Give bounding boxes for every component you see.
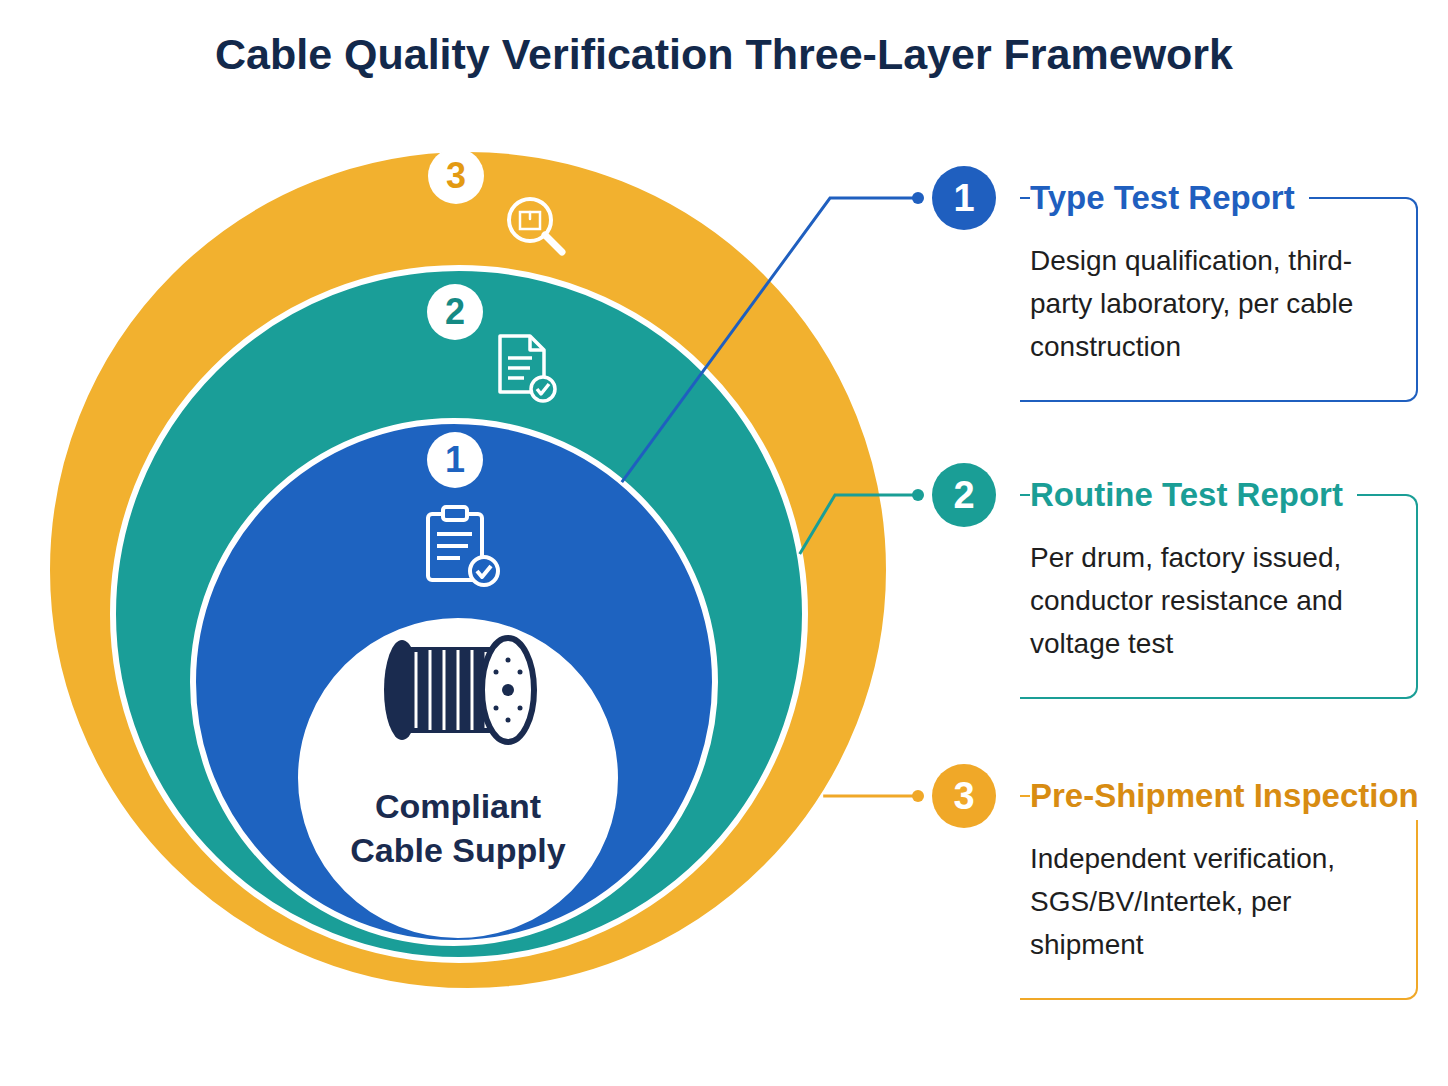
layer-number: 2	[427, 284, 483, 340]
leader-dot	[912, 489, 924, 501]
callout-number: 3	[932, 764, 996, 828]
circle-shape	[301, 621, 615, 935]
callout-body: Per drum, factory issued, conductor resi…	[1030, 536, 1380, 665]
callout-panel: 3Pre-Shipment InspectionIndependent veri…	[1020, 795, 1418, 1000]
callout-body: Design qualification, third-party labora…	[1030, 239, 1380, 368]
leader-line	[622, 198, 918, 482]
layer-number: 3	[428, 148, 484, 204]
report-icon	[500, 336, 555, 401]
diagram-title: Cable Quality Verification Three-Layer F…	[0, 22, 1448, 86]
callout-heading: Pre-Shipment Inspection	[1030, 772, 1433, 820]
callout-panel: 1Type Test ReportDesign qualification, t…	[1020, 197, 1418, 402]
circle-shape	[47, 149, 889, 991]
leader-dot	[912, 790, 924, 802]
callout-panel: 2Routine Test ReportPer drum, factory is…	[1020, 494, 1418, 699]
callout-heading: Routine Test Report	[1030, 471, 1357, 519]
clipboard-icon	[428, 507, 498, 585]
leader-line	[800, 495, 918, 554]
callout-number: 1	[932, 166, 996, 230]
callout-heading: Type Test Report	[1030, 174, 1309, 222]
callout-body: Independent verification, SGS/BV/Interte…	[1030, 837, 1380, 966]
callout-number: 2	[932, 463, 996, 527]
leader-line	[823, 795, 918, 798]
layer-number: 1	[427, 432, 483, 488]
circle-shape	[193, 421, 715, 943]
leader-dot	[912, 192, 924, 204]
center-label: Compliant Cable Supply	[328, 784, 588, 872]
inspection-icon	[509, 199, 562, 252]
cable-drum-icon	[384, 638, 534, 742]
layer-ring: 3 2 1Compliant Cable Supply	[44, 146, 892, 994]
